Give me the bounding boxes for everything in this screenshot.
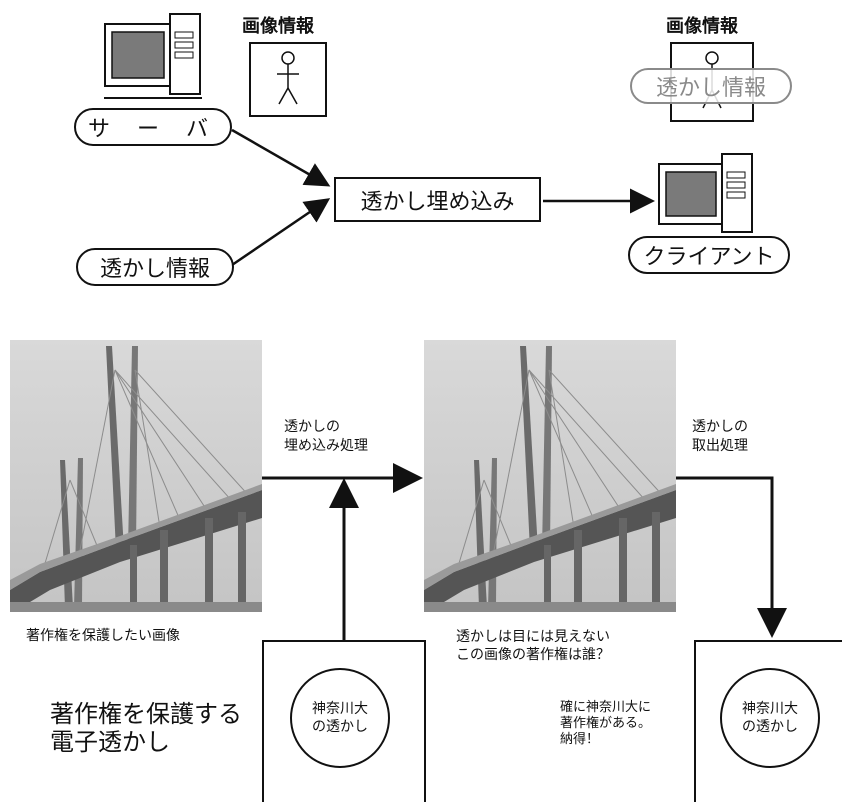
watermarked-bridge-photo (424, 340, 676, 612)
server-label: サ ー バ (88, 117, 218, 142)
client-computer-icon (658, 152, 766, 236)
invisible-caption: 透かしは目には見えない この画像の著作権は誰？ (456, 629, 610, 663)
image-info-label-right: 画像情報 (666, 16, 738, 37)
image-info-label: 画像情報 (242, 16, 314, 37)
watermark-seal-left: 神奈川大 の透かし (290, 668, 390, 768)
server-computer-icon (104, 10, 212, 100)
extract-process-label: 透かしの 取出処理 (692, 419, 748, 454)
watermark-info-node: 透かし情報 (76, 248, 234, 286)
original-caption: 著作権を保護したい画像 (26, 628, 180, 644)
original-bridge-photo (10, 340, 262, 612)
client-label: クライアント (643, 245, 775, 270)
embedded-watermark-label: 透かし情報 (655, 76, 766, 101)
embed-process-box: 透かし埋め込み (334, 177, 541, 222)
person-icon (277, 51, 299, 105)
client-node: クライアント (628, 236, 790, 274)
page-title: 著作権を保護する 電子透かし (50, 700, 242, 756)
watermark-info-label: 透かし情報 (99, 257, 210, 282)
embed-process-label: 透かしの 埋め込み処理 (284, 419, 368, 454)
confirm-caption: 確に神奈川大に 著作権がある。 納得！ (560, 700, 652, 747)
embedded-watermark-node: 透かし情報 (630, 68, 792, 104)
server-to-embed-arrow (231, 128, 331, 187)
watermark-panel-left (262, 640, 426, 802)
embed-label: 透かし埋め込み (360, 189, 515, 215)
watermark-to-embed-arrow (231, 198, 331, 267)
watermark-seal-right: 神奈川大 の透かし (720, 668, 820, 768)
image-info-frame (249, 42, 327, 117)
server-node: サ ー バ (74, 108, 232, 146)
extract-process-path (676, 476, 787, 638)
